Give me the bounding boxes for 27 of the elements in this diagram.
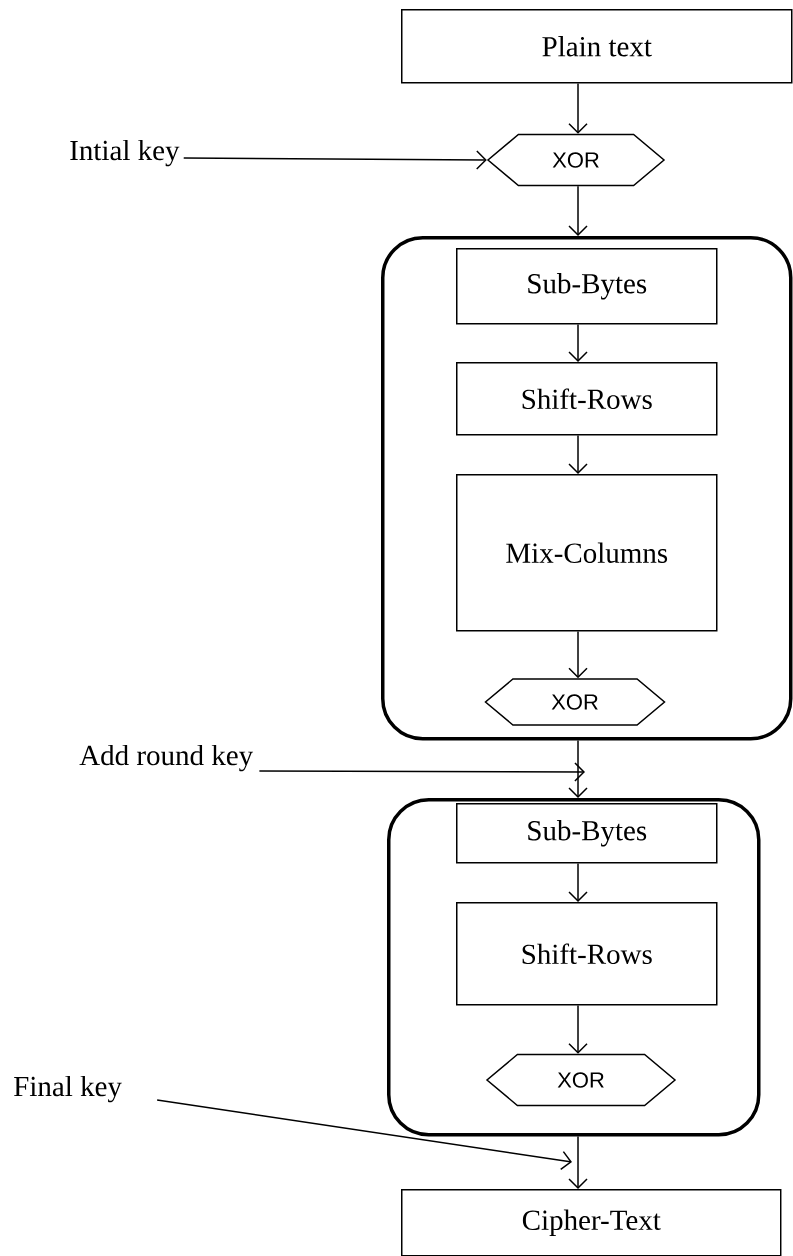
arrow	[568, 630, 588, 679]
key-label: Final key	[14, 1075, 122, 1103]
leader-arrow	[182, 150, 487, 170]
process-box: Cipher-Text	[401, 1189, 782, 1256]
arrow	[568, 739, 588, 798]
key-label: Intial key	[70, 139, 180, 167]
arrow	[568, 323, 588, 362]
process-box: Shift-Rows	[456, 362, 718, 436]
arrow	[568, 434, 588, 474]
leader-arrow	[258, 762, 585, 782]
arrow	[568, 1004, 588, 1054]
xor-hexagon: XOR	[485, 1053, 677, 1107]
xor-hexagon: XOR	[484, 678, 666, 726]
process-box: Mix-Columns	[456, 474, 718, 632]
arrow	[568, 862, 588, 902]
arrow	[568, 185, 588, 236]
xor-hexagon: XOR	[486, 133, 666, 187]
process-box: Plain text	[401, 9, 793, 84]
arrow	[568, 1135, 588, 1189]
arrow	[568, 82, 588, 134]
leader-arrow	[156, 1099, 572, 1171]
round-frame	[381, 236, 793, 741]
process-box: Sub-Bytes	[456, 803, 718, 864]
process-box: Sub-Bytes	[456, 248, 718, 325]
key-label: Add round key	[79, 744, 254, 772]
round-frame	[387, 798, 761, 1137]
process-box: Shift-Rows	[456, 902, 718, 1006]
